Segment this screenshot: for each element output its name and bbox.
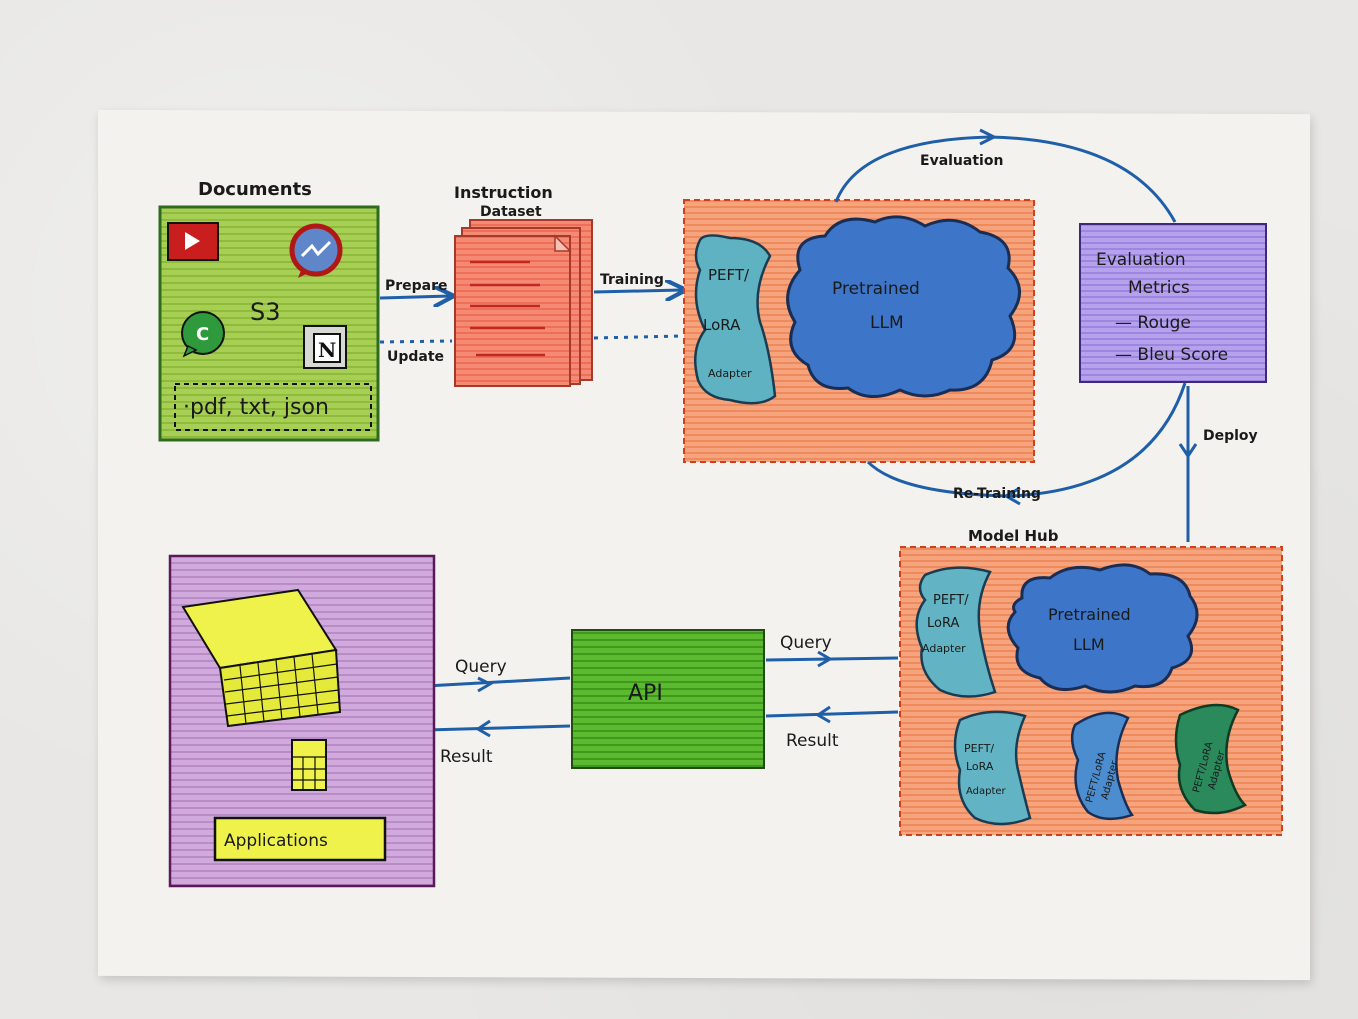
svg-text:N: N: [318, 338, 336, 362]
model-hub: Model Hub PEFT/ LoRA Adapter Pretrained …: [899, 527, 1283, 836]
retraining-arrow: Re-Training: [866, 382, 1187, 506]
result-label-left: Result: [440, 747, 493, 767]
documents-section: Documents C S3 N ·pdf, txt, json: [158, 179, 380, 442]
training-box: PEFT/ LoRA Adapter Pretrained LLM: [683, 199, 1035, 463]
metrics-title-line2: Metrics: [1128, 278, 1190, 298]
documents-title: Documents: [198, 179, 312, 200]
hub-adapter-line1: PEFT/: [933, 593, 969, 608]
result-label-right: Result: [786, 731, 839, 751]
query-arrow-right: Query: [765, 633, 899, 668]
training-label: Training: [600, 272, 664, 288]
instruction-title-line2: Dataset: [480, 204, 542, 220]
metrics-title-line1: Evaluation: [1096, 250, 1186, 270]
whatsapp-icon: C: [181, 311, 225, 358]
prepare-label: Prepare: [385, 278, 448, 294]
hub-small-adapter-1-line2: LoRA: [966, 760, 994, 773]
model-hub-title: Model Hub: [968, 527, 1059, 545]
metrics-item-bleu: — Bleu Score: [1115, 345, 1228, 365]
applications-label: Applications: [224, 831, 328, 851]
api-box: [571, 629, 765, 769]
hub-small-adapter-1-line1: PEFT/: [964, 742, 994, 755]
hub-small-adapter-3: [1174, 703, 1248, 815]
hub-adapter-line3: Adapter: [922, 642, 966, 655]
hub-llm-line1: Pretrained: [1048, 605, 1131, 624]
training-llm-line1: Pretrained: [832, 279, 920, 299]
dataset-page-front: [454, 235, 571, 387]
instruction-dataset: Instruction Dataset: [454, 183, 593, 387]
s3-label: S3: [250, 298, 281, 326]
hub-small-adapter-2: [1070, 711, 1134, 821]
prepare-arrow: Prepare: [379, 278, 450, 298]
evaluation-metrics: Evaluation Metrics — Rouge — Bleu Score: [1079, 223, 1267, 383]
training-adapter-line2: LoRA: [703, 316, 741, 334]
svg-text:C: C: [196, 324, 209, 345]
instruction-title-line1: Instruction: [454, 183, 553, 202]
applications-section: Applications: [168, 554, 436, 888]
applications-label-box: [213, 816, 387, 862]
query-label-right: Query: [780, 633, 832, 653]
deploy-arrow: Deploy: [1178, 386, 1258, 542]
update-arrow: Update: [379, 339, 453, 365]
training-adapter-line3: Adapter: [708, 367, 752, 380]
result-arrow-left: Result: [425, 719, 571, 767]
youtube-icon: [167, 222, 219, 261]
hub-adapter-shape: [915, 566, 997, 698]
laptop-icon: [181, 588, 342, 728]
training-llm-line2: LLM: [870, 313, 904, 333]
hub-small-adapter-1: [953, 710, 1032, 826]
messenger-icon: [289, 223, 343, 278]
training-adapter-shape: [693, 234, 777, 405]
hub-small-adapter-1-line3: Adapter: [966, 786, 1007, 797]
metrics-item-rouge: — Rouge: [1115, 313, 1191, 333]
training-arrow: Training: [593, 272, 682, 340]
hub-adapter-line2: LoRA: [927, 616, 959, 631]
phone-icon: [291, 739, 327, 791]
hub-llm-cloud: [1006, 563, 1199, 694]
retraining-label: Re-Training: [953, 486, 1041, 502]
evaluation-label: Evaluation: [920, 153, 1003, 169]
update-label: Update: [387, 349, 444, 365]
formats-dashed-box: [174, 383, 372, 431]
api-label: API: [628, 681, 663, 706]
query-arrow-left: Query: [425, 657, 571, 693]
training-llm-cloud: [786, 215, 1021, 398]
formats-label: ·pdf, txt, json: [183, 395, 329, 420]
result-arrow-right: Result: [765, 705, 899, 751]
evaluation-arrow: Evaluation: [834, 128, 1177, 223]
query-label-left: Query: [455, 657, 507, 677]
metrics-box: [1079, 223, 1267, 383]
deploy-label: Deploy: [1203, 428, 1258, 444]
training-adapter-line1: PEFT/: [708, 266, 750, 284]
notion-icon: N: [303, 325, 347, 369]
api-section: API: [571, 629, 765, 769]
hub-llm-line2: LLM: [1073, 635, 1105, 654]
